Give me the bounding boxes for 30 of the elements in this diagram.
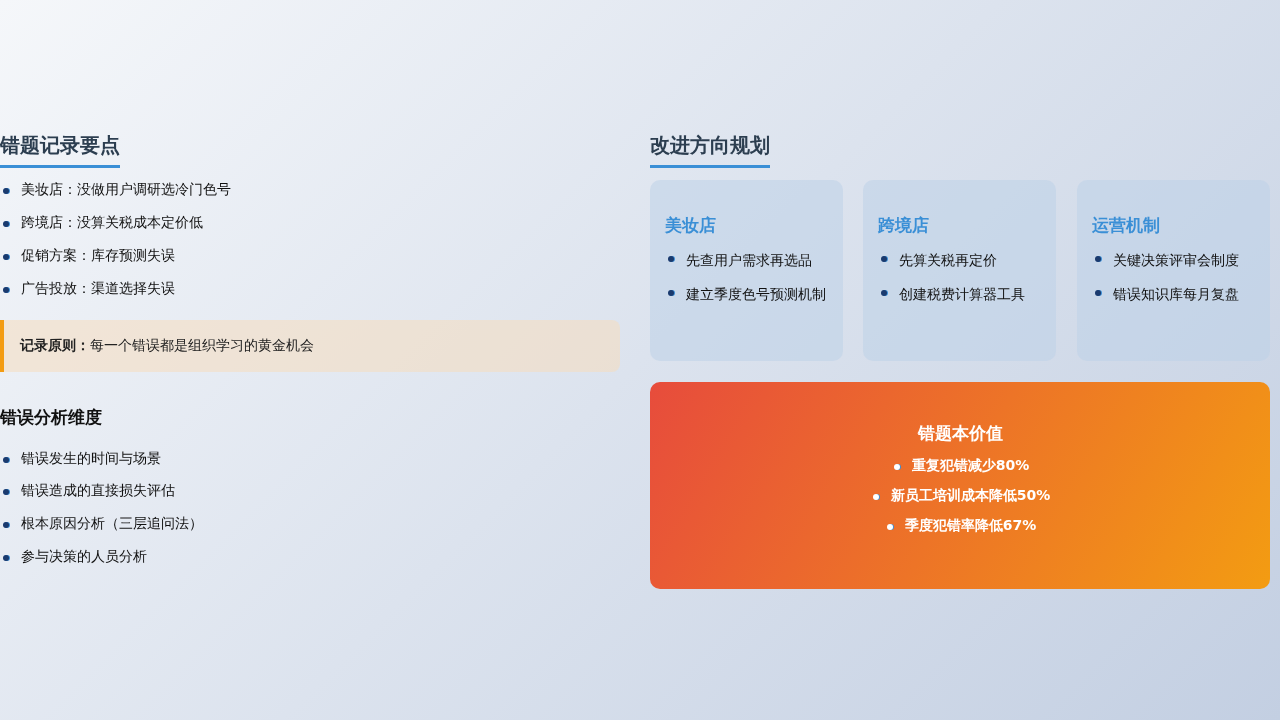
bullet-text: 创建税费计算器工具 — [899, 285, 1025, 304]
value-card — [650, 382, 1270, 589]
bullet-text: 参与决策的人员分析 — [21, 548, 147, 566]
note-text: 记录原则：每一个错误都是组织学习的黄金机会 — [20, 337, 314, 355]
bullet-text: 广告投放：渠道选择失误 — [21, 280, 175, 298]
bullet-text: 新员工培训成本降低50% — [890, 487, 1051, 505]
card-heading: 运营机制 — [1092, 214, 1160, 237]
bullet-text: 重复犯错减少80% — [911, 457, 1030, 475]
section-heading: 错题记录要点 — [0, 132, 120, 168]
bullet-text: 错误知识库每月复盘 — [1113, 285, 1239, 304]
bullet-text: 先算关税再定价 — [899, 251, 997, 270]
note-box — [0, 320, 620, 372]
bullet-text: 错误发生的时间与场景 — [21, 450, 161, 468]
card-heading: 错题本价值 — [917, 422, 1003, 445]
card-heading: 跨境店 — [878, 214, 929, 237]
bullet-text: 关键决策评审会制度 — [1113, 251, 1239, 270]
bullet-text: 先查用户需求再选品 — [686, 251, 812, 270]
bullet-text: 根本原因分析（三层追问法） — [21, 515, 203, 533]
bullet-text: 建立季度色号预测机制 — [686, 285, 826, 304]
bullet-text: 错误造成的直接损失评估 — [21, 482, 175, 500]
plan-card — [863, 180, 1056, 361]
bullet-text: 季度犯错率降低67% — [904, 517, 1037, 535]
bullet-text: 跨境店：没算关税成本定价低 — [21, 214, 203, 232]
subheading: 错误分析维度 — [0, 406, 102, 429]
bullet-text: 促销方案：库存预测失误 — [21, 247, 175, 265]
bullet-text: 美妆店：没做用户调研选冷门色号 — [21, 181, 231, 199]
section-heading: 改进方向规划 — [650, 132, 770, 168]
plan-card — [1077, 180, 1270, 361]
card-heading: 美妆店 — [665, 214, 716, 237]
plan-card — [650, 180, 843, 361]
